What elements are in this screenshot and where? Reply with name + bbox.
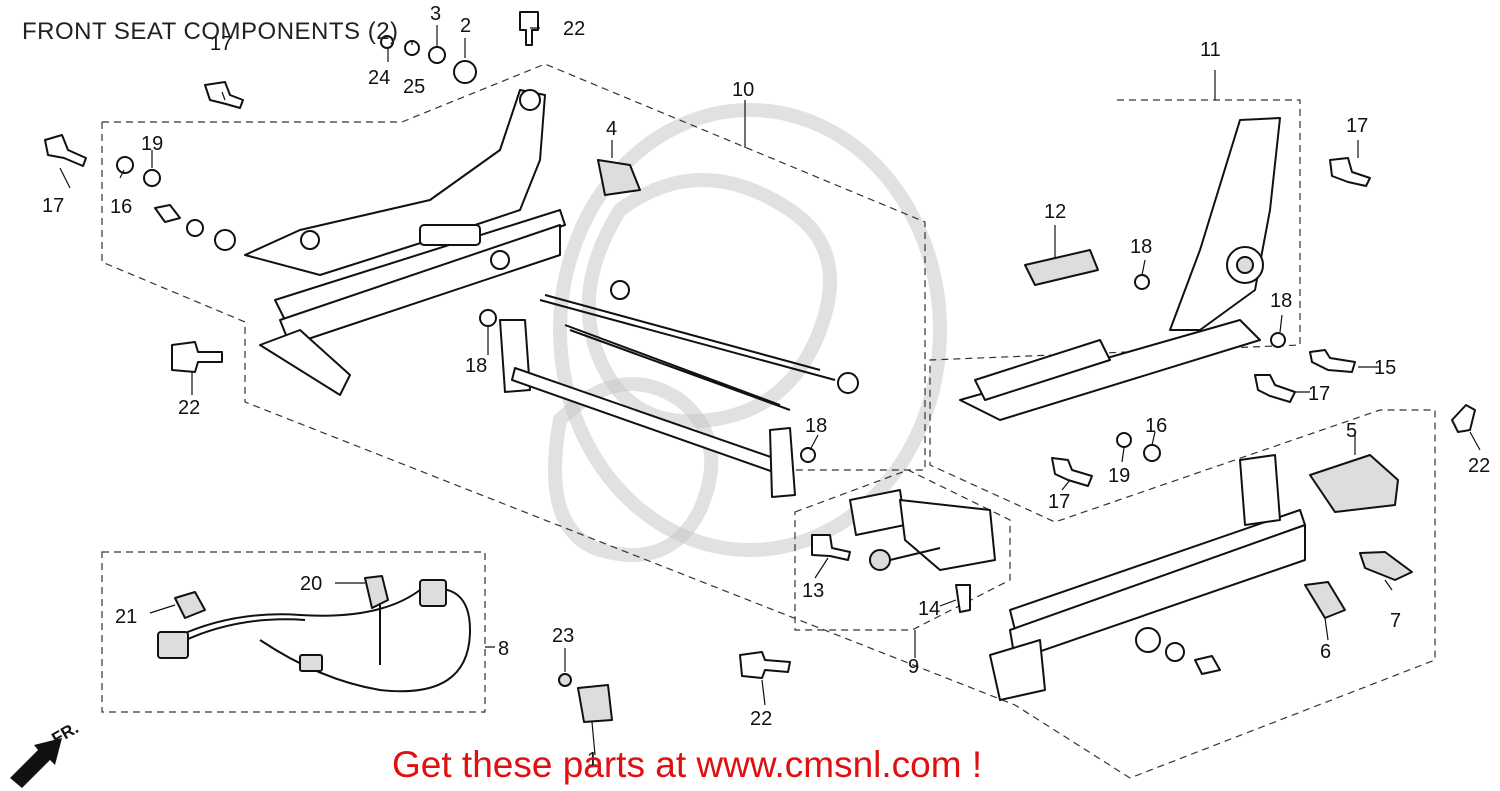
bolt-22-top [519,11,539,46]
promo-link[interactable]: Get these parts at www.cmsnl.com ! [392,744,983,785]
callout-25: 25 [403,76,425,98]
callout-5: 5 [1346,420,1357,442]
bracket-4 [597,159,641,196]
seat-motor [849,489,996,571]
callout-8: 8 [498,638,509,660]
assembly-outline-harness [101,551,486,713]
callout-1: 1 [587,749,598,771]
callout-19-left: 19 [141,133,163,155]
leader-lines [59,25,1481,756]
assembly-outline-motor [794,469,1011,631]
clip-7 [1359,551,1413,581]
callout-17-left: 17 [42,195,64,217]
assembly-outline-left-rail [101,63,1131,779]
callout-18-left: 18 [465,355,487,377]
callout-19-right: 19 [1108,465,1130,487]
cover-5 [1309,454,1399,513]
bolt-17-right-top [1329,157,1371,187]
bolt-17-left [44,134,87,167]
callout-22-bottom: 22 [750,708,772,730]
callout-9: 9 [908,656,919,678]
callout-6: 6 [1320,641,1331,663]
right-seat-rail [989,454,1306,701]
callout-17-right-mid: 17 [1308,383,1330,405]
bolt-17-bottom [1051,457,1093,487]
bolt-14 [955,584,971,613]
recliner-arm [959,117,1281,421]
bolt-22-right [1451,404,1476,433]
bolt-17-top-left [204,81,244,109]
wire-harness [157,575,472,693]
callout-17-right-top: 17 [1346,115,1368,137]
callout-23: 23 [552,625,574,647]
callout-22-left: 22 [178,397,200,419]
callout-15: 15 [1374,357,1396,379]
callout-24: 24 [368,67,390,89]
callout-22-right: 22 [1468,455,1490,477]
bolt-17-right-mid [1254,374,1296,403]
washers-and-nuts [116,35,1286,675]
callout-2: 2 [460,15,471,37]
assembly-outline-recliner [929,99,1436,779]
callout-18-mid: 18 [805,415,827,437]
callout-12: 12 [1044,201,1066,223]
callout-14: 14 [918,598,940,620]
callout-13: 13 [802,580,824,602]
callout-18-right-a: 18 [1130,236,1152,258]
bolt-13 [811,534,851,561]
callout-18-right-b: 18 [1270,290,1292,312]
lever-cover-12 [1024,249,1099,286]
callout-20: 20 [300,573,322,595]
callout-21: 21 [115,606,137,628]
bracket-1 [577,684,613,723]
callout-17-top-left: 17 [210,33,232,55]
bolt-22-left [171,341,223,373]
screw-23 [558,673,572,687]
bolt-15 [1309,349,1356,373]
diagram-title: FRONT SEAT COMPONENTS (2) [22,18,399,45]
callout-7: 7 [1390,610,1401,632]
callout-4: 4 [606,118,617,140]
bolt-22-bottom [739,651,791,679]
callout-11: 11 [1200,39,1221,61]
callouts: 2 3 24 25 22 17 4 10 11 17 12 18 18 15 1… [42,3,1490,771]
callout-16-left: 16 [110,196,132,218]
callout-16-right: 16 [1145,415,1167,437]
callout-3: 3 [430,3,441,25]
cross-shaft [499,294,836,498]
front-direction-arrow: FR. [10,718,82,788]
left-seat-rail [244,89,566,396]
clip-21 [174,591,206,619]
callout-22-top: 22 [563,18,585,40]
callout-17-bottom: 17 [1048,491,1070,513]
callout-10: 10 [732,79,754,101]
watermark-logo [548,103,947,562]
clip-6 [1304,581,1346,619]
